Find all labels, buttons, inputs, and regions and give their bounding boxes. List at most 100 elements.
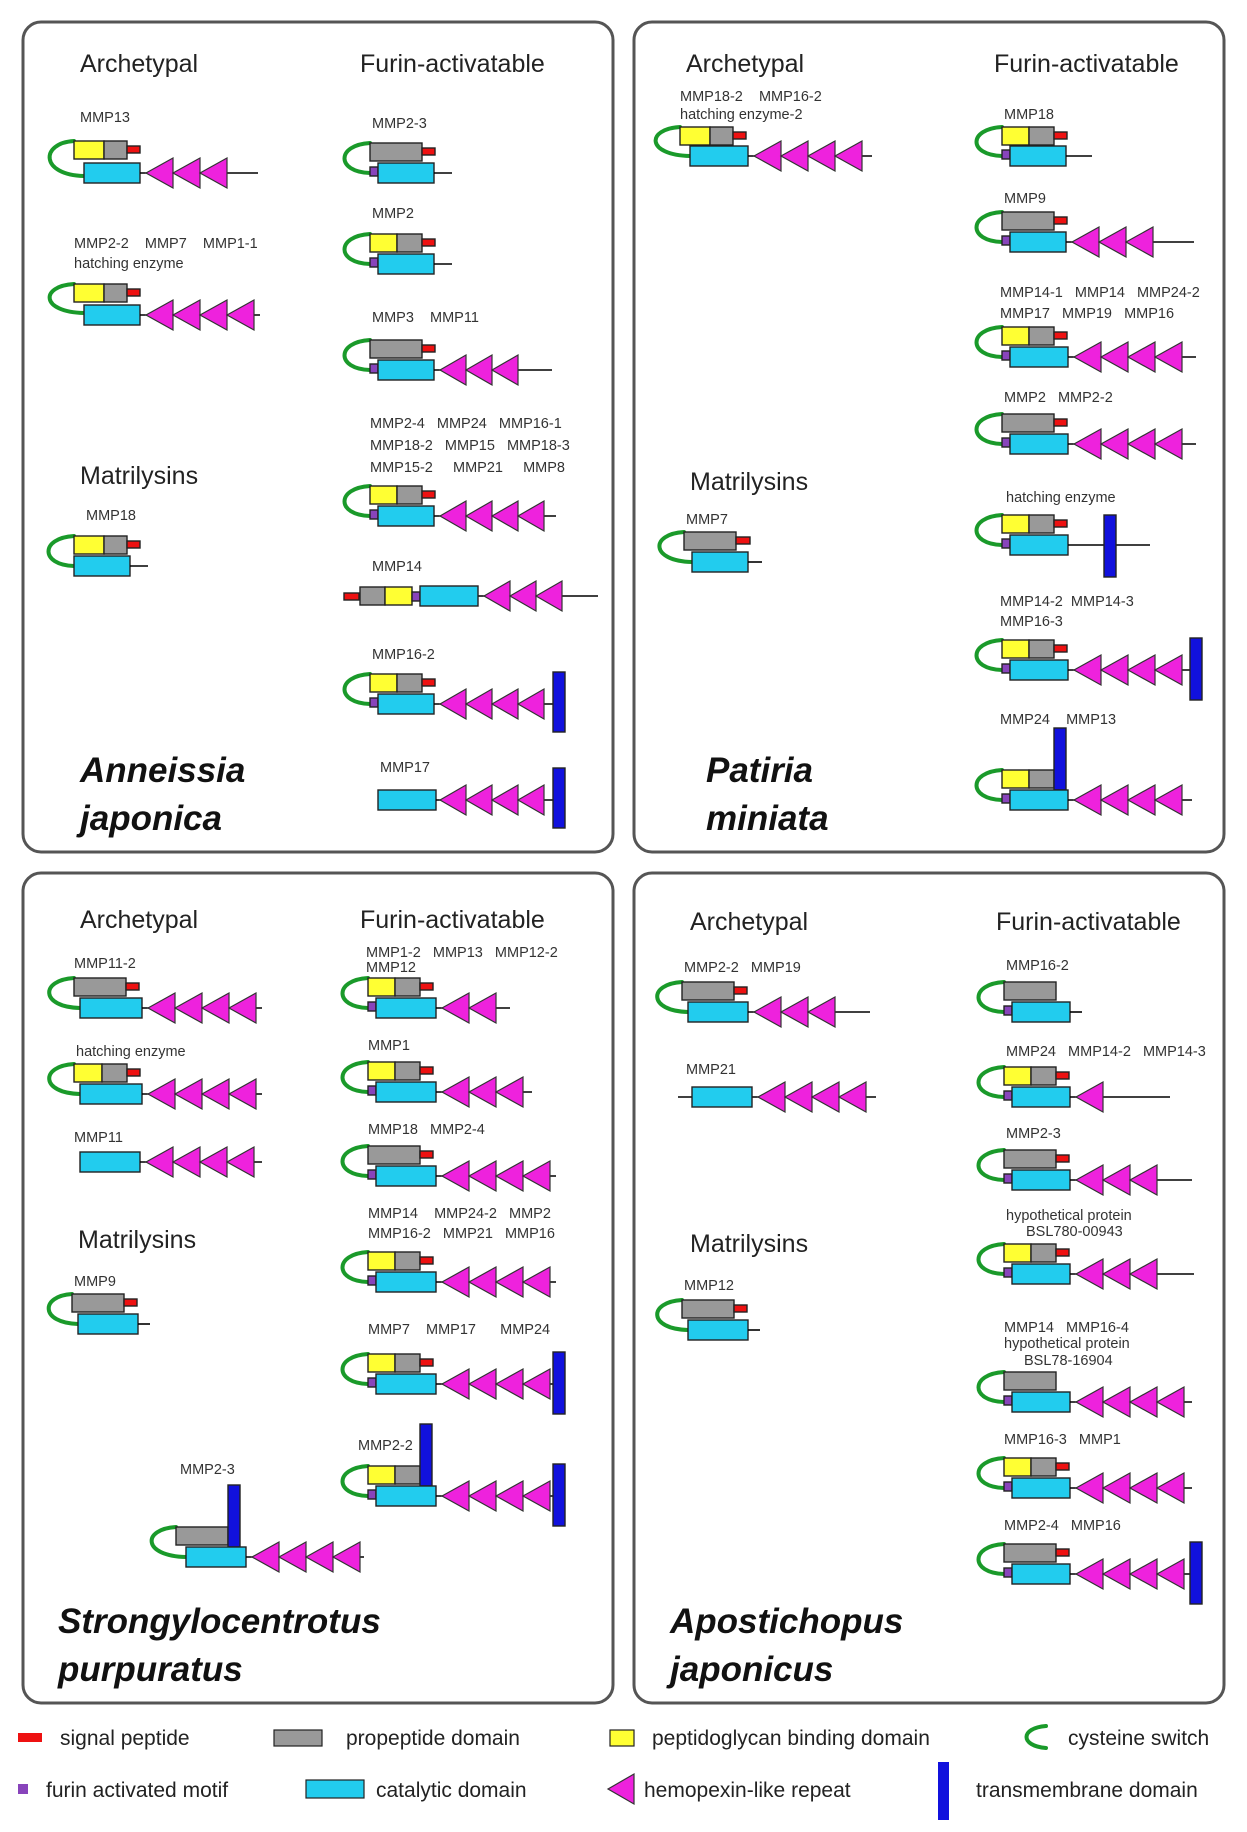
protein-diagram: MMP16-2: [342, 647, 566, 733]
gene-label: MMP18-2 MMP16-2: [680, 89, 822, 105]
gene-label: MMP2: [372, 206, 414, 222]
gene-label: MMP18: [86, 508, 136, 524]
protein-diagram: MMP11: [74, 1130, 262, 1179]
gene-label: MMP14 MMP16-4: [1004, 1320, 1129, 1336]
category-label: Matrilysins: [80, 462, 198, 490]
protein-diagram: hypothetical protein BSL780-00943: [976, 1208, 1194, 1291]
protein-diagram: MMP2-3: [976, 1126, 1192, 1197]
protein-diagram: MMP2-2 MMP19: [655, 960, 870, 1029]
legend-swatch-hemopexin: [606, 1772, 635, 1806]
gene-label: MMP2-2: [358, 1438, 413, 1454]
protein-diagram: MMP2 MMP2-2: [974, 390, 1196, 461]
protein-diagram: MMP24 MMP13: [974, 712, 1192, 817]
gene-label: MMP2-3: [180, 1462, 235, 1478]
gene-label: MMP14: [372, 559, 422, 575]
category-label: Archetypal: [686, 50, 804, 78]
protein-diagram: MMP18: [974, 107, 1092, 167]
species-name: japonicus: [666, 1650, 833, 1689]
protein-diagram: MMP2-4 MMP24 MMP16-1 MMP18-2 MMP15 MMP18…: [342, 416, 570, 533]
protein-diagram: MMP18: [46, 508, 148, 577]
species-name: purpuratus: [57, 1650, 243, 1689]
legend-label: hemopexin-like repeat: [644, 1779, 851, 1802]
legend-swatch-furin: [18, 1784, 28, 1794]
category-label: Archetypal: [690, 908, 808, 936]
protein-diagram: MMP14: [343, 559, 598, 613]
gene-label: MMP12: [684, 1278, 734, 1294]
panel-frame: [21, 20, 615, 854]
protein-diagram: MMP18-2 MMP16-2 hatching enzyme-2: [653, 89, 872, 173]
protein-diagram: MMP2-4 MMP16: [976, 1518, 1203, 1605]
gene-label: MMP2-4 MMP16: [1004, 1518, 1121, 1534]
gene-label: MMP17 MMP19 MMP16: [1000, 306, 1174, 322]
protein-diagram: MMP11-2: [47, 956, 262, 1025]
species-name: Patiria: [706, 751, 813, 790]
protein-diagram: MMP1-2 MMP13 MMP12-2 MMP12: [340, 945, 558, 1025]
gene-label: hatching enzyme: [74, 256, 184, 272]
gene-label: MMP16-3: [1000, 614, 1063, 630]
legend-label: catalytic domain: [376, 1779, 527, 1802]
gene-label: MMP16-2: [1006, 958, 1069, 974]
gene-label: MMP2-2 MMP7 MMP1-1: [74, 236, 258, 252]
gene-label: hypothetical protein: [1004, 1336, 1130, 1352]
gene-label: MMP12: [366, 960, 416, 976]
gene-label: MMP9: [74, 1274, 116, 1290]
legend-swatch-propeptide: [273, 1729, 323, 1747]
protein-diagram: MMP2: [342, 206, 452, 275]
category-label: Archetypal: [80, 50, 198, 78]
legend-label: cysteine switch: [1068, 1727, 1209, 1750]
protein-diagram: MMP18 MMP2-4: [340, 1122, 556, 1193]
legend-swatch-catalytic: [305, 1779, 365, 1799]
gene-label: MMP1: [368, 1038, 410, 1054]
category-label: Matrilysins: [690, 1230, 808, 1258]
species-name: Anneissia: [79, 751, 245, 790]
legend: signal peptide propeptide domain peptido…: [18, 1724, 1209, 1820]
protein-diagram: MMP9: [46, 1274, 150, 1335]
legend-label: furin activated motif: [46, 1779, 228, 1802]
protein-diagram: MMP3 MMP11: [342, 310, 552, 387]
category-label: Furin-activatable: [360, 50, 545, 78]
gene-label: hatching enzyme: [1006, 490, 1116, 506]
protein-diagram: MMP2-2 MMP7 MMP1-1 hatching enzyme: [47, 236, 260, 332]
protein-diagram: MMP16-2: [976, 958, 1082, 1023]
protein-diagram: MMP21: [678, 1062, 876, 1114]
gene-label: MMP2-3: [1006, 1126, 1061, 1142]
panel-frame: [632, 20, 1226, 854]
protein-diagram: hatching enzyme: [974, 490, 1150, 578]
gene-label: MMP14-2 MMP14-3: [1000, 594, 1134, 610]
legend-swatch-pgbd: [609, 1729, 635, 1747]
gene-label: MMP11: [74, 1130, 123, 1146]
gene-label: MMP13: [80, 110, 130, 126]
protein-diagram: MMP1: [340, 1038, 532, 1109]
panel-apostichopus-japonicus: Archetypal Furin-activatable Matrilysins…: [655, 908, 1206, 1689]
gene-label: MMP14-1 MMP14 MMP24-2: [1000, 285, 1200, 301]
gene-label: MMP14 MMP24-2 MMP2: [368, 1206, 551, 1222]
gene-label: MMP7 MMP17 MMP24: [368, 1322, 550, 1338]
panel-frame: [632, 871, 1226, 1705]
panel-patiria-miniata: Archetypal Furin-activatable Matrilysins…: [653, 50, 1203, 838]
gene-label: MMP2-3: [372, 116, 427, 132]
gene-label: MMP17: [380, 760, 430, 776]
gene-label: MMP9: [1004, 191, 1046, 207]
protein-diagram: hatching enzyme: [47, 1044, 262, 1111]
legend-swatch-transmembrane: [938, 1762, 949, 1820]
gene-label: MMP18-2 MMP15 MMP18-3: [370, 438, 570, 454]
protein-diagram: MMP2-2: [340, 1423, 566, 1527]
gene-label: MMP16-3 MMP1: [1004, 1432, 1121, 1448]
protein-diagram: MMP12: [655, 1278, 760, 1341]
protein-diagram: MMP14-1 MMP14 MMP24-2 MMP17 MMP19 MMP16: [974, 285, 1200, 374]
gene-label: MMP21: [686, 1062, 736, 1078]
legend-label: transmembrane domain: [976, 1779, 1198, 1802]
protein-diagram: MMP13: [47, 110, 258, 190]
category-label: Archetypal: [80, 906, 198, 934]
category-label: Furin-activatable: [996, 908, 1181, 936]
gene-label: MMP18: [1004, 107, 1054, 123]
protein-diagram: MMP16-3 MMP1: [976, 1432, 1192, 1505]
gene-label: MMP1-2 MMP13 MMP12-2: [366, 945, 558, 961]
protein-diagram: MMP2-3: [342, 116, 452, 184]
category-label: Matrilysins: [78, 1226, 196, 1254]
gene-label: MMP24 MMP13: [1000, 712, 1116, 728]
species-name: Strongylocentrotus: [58, 1602, 381, 1641]
gene-label: MMP3 MMP11: [372, 310, 479, 326]
